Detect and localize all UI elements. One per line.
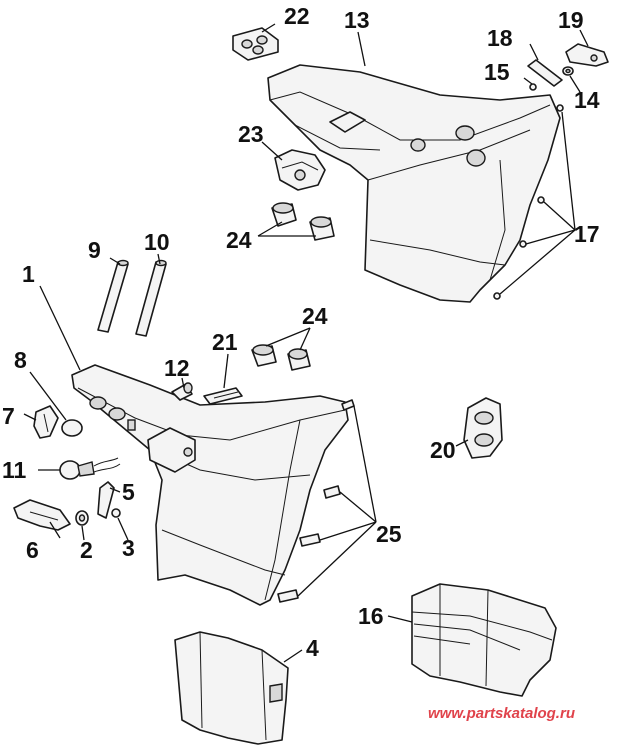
callout-5: 5 (122, 479, 135, 505)
callout-labels: 22 13 18 19 15 14 23 17 24 9 10 1 24 21 … (2, 3, 600, 661)
screw-part-12 (171, 382, 193, 401)
callout-24-lower: 24 (302, 303, 328, 329)
upper-cowl-part (267, 64, 561, 303)
callout-18: 18 (487, 25, 513, 51)
callout-22: 22 (284, 3, 310, 29)
callout-2: 2 (80, 537, 93, 563)
callout-4: 4 (306, 635, 319, 661)
latch-lever-part (565, 43, 609, 67)
callout-12: 12 (164, 355, 190, 381)
callout-19: 19 (558, 7, 584, 33)
plug-part-lower (251, 344, 311, 371)
watermark-text: www.partskatalog.ru (428, 705, 575, 722)
link-rod-part (527, 59, 563, 87)
leader-lines (23, 23, 589, 663)
link-part-5 (97, 481, 115, 519)
lower-cover-part (174, 631, 289, 745)
lower-cowl-part (71, 364, 349, 606)
callout-14: 14 (574, 87, 600, 113)
cap-part (61, 419, 83, 437)
callout-15: 15 (484, 59, 510, 85)
screws-part-17 (493, 104, 564, 300)
switch-part (59, 457, 121, 480)
handle-part (13, 499, 71, 531)
callout-10: 10 (144, 229, 170, 255)
screw-part-3 (111, 508, 121, 518)
callout-17: 17 (574, 221, 600, 247)
washer-part (562, 66, 574, 76)
callout-6: 6 (26, 537, 39, 563)
lower-pan-part (411, 583, 557, 697)
callout-9: 9 (88, 237, 101, 263)
callout-13: 13 (344, 7, 370, 33)
callout-8: 8 (14, 347, 27, 373)
washer-part-2 (75, 510, 89, 526)
small-screw-part (529, 83, 537, 91)
callout-25: 25 (376, 521, 402, 547)
bracket-part (274, 149, 326, 191)
callout-3: 3 (122, 535, 135, 561)
callout-24-upper: 24 (226, 227, 252, 253)
callout-23: 23 (238, 121, 264, 147)
callout-20: 20 (430, 437, 456, 463)
fitting-part (33, 405, 59, 439)
callout-7: 7 (2, 403, 15, 429)
clip-part (203, 387, 243, 405)
callout-1: 1 (22, 261, 35, 287)
callout-16: 16 (358, 603, 384, 629)
plug-part-upper (271, 202, 335, 241)
rod-part-10 (135, 259, 167, 337)
callout-11: 11 (2, 457, 27, 483)
callout-21: 21 (212, 329, 238, 355)
grommet-block-part (232, 27, 279, 61)
rod-part-9 (97, 259, 129, 333)
seal-part (463, 397, 503, 459)
